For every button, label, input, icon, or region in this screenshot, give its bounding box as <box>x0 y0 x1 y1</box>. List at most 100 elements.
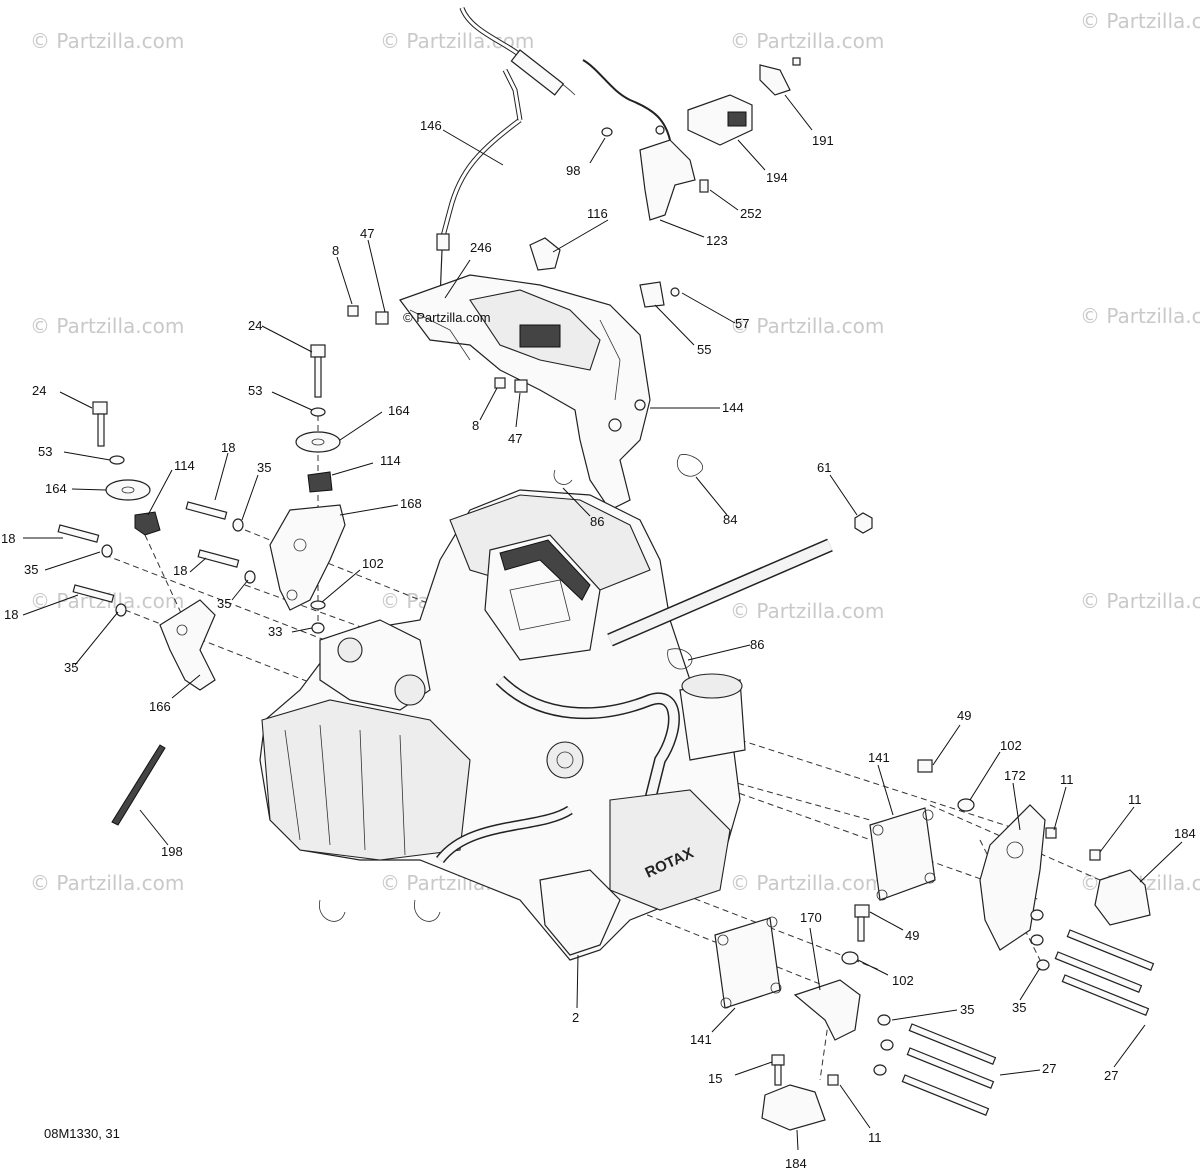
watermark: © Partzilla.com <box>730 871 884 895</box>
callout-61: 61 <box>817 460 831 475</box>
sensor-55 <box>639 281 680 308</box>
callout-102: 102 <box>1000 738 1022 753</box>
callout-47: 47 <box>360 226 374 241</box>
callout-164: 164 <box>388 403 410 418</box>
callout-35: 35 <box>24 562 38 577</box>
callout-11: 11 <box>868 1130 882 1145</box>
watermark: © Partzilla.com <box>730 314 884 338</box>
watermark: © Partzilla.com <box>730 29 884 53</box>
bolt-8 <box>494 377 506 389</box>
sleeve-116 <box>529 237 561 271</box>
callout-49: 49 <box>905 928 919 943</box>
decal-198 <box>111 744 166 826</box>
callout-8: 8 <box>472 418 479 433</box>
callout-35: 35 <box>217 596 231 611</box>
watermark: © Partzilla.com <box>1080 9 1200 33</box>
callout-53: 53 <box>248 383 262 398</box>
callout-2: 2 <box>572 1010 579 1025</box>
callout-141: 141 <box>868 750 890 765</box>
callout-116: 116 <box>587 206 608 221</box>
callout-11: 11 <box>1128 792 1142 807</box>
callout-18: 18 <box>4 607 18 622</box>
callout-170: 170 <box>800 910 822 925</box>
callout-47: 47 <box>508 431 522 446</box>
callout-24: 24 <box>248 318 262 333</box>
callout-18: 18 <box>221 440 235 455</box>
clip-98 <box>601 127 613 137</box>
callout-35: 35 <box>64 660 78 675</box>
callout-55: 55 <box>697 342 711 357</box>
callout-57: 57 <box>735 316 749 331</box>
drawing-code: 08M1330, 31 <box>44 1126 120 1141</box>
callout-27: 27 <box>1104 1068 1118 1083</box>
bracket-166 <box>159 599 216 691</box>
leader-lines <box>22 94 1183 1151</box>
callout-114: 114 <box>380 453 401 468</box>
callout-168: 168 <box>400 496 422 511</box>
callout-164: 164 <box>45 481 67 496</box>
sensor-harness-146 <box>436 6 576 301</box>
bracket-168 <box>269 504 346 611</box>
callout-11: 11 <box>1060 772 1074 787</box>
callout-27: 27 <box>1042 1061 1056 1076</box>
callout-114: 114 <box>174 458 195 473</box>
callout-84: 84 <box>723 512 737 527</box>
callout-141: 141 <box>690 1032 712 1047</box>
callout-102: 102 <box>892 973 914 988</box>
nut-61 <box>854 512 873 534</box>
callout-246: 246 <box>470 240 492 255</box>
callout-8: 8 <box>332 243 339 258</box>
callout-24: 24 <box>32 383 46 398</box>
clamp-86 <box>553 469 573 485</box>
bolt-8 <box>347 305 359 317</box>
callout-194: 194 <box>766 170 788 185</box>
callout-144: 144 <box>722 400 744 415</box>
callout-123: 123 <box>706 233 728 248</box>
watermark: © Partzilla.com <box>30 314 184 338</box>
callout-35: 35 <box>1012 1000 1026 1015</box>
bracket-assembly-144 <box>399 274 651 511</box>
right-mount-assembly <box>714 759 1155 1131</box>
callout-98: 98 <box>566 163 580 178</box>
watermark: © Partzilla.com <box>1080 304 1200 328</box>
callout-198: 198 <box>161 844 183 859</box>
watermark: © Partzilla.com <box>1080 589 1200 613</box>
callout-35: 35 <box>257 460 271 475</box>
module-194 <box>687 94 753 146</box>
engine-assembly-2: ROTAX <box>259 489 833 961</box>
clamp-bottom <box>413 899 441 922</box>
callout-86: 86 <box>590 514 604 529</box>
clamp-84 <box>677 454 704 477</box>
screw-252 <box>699 179 709 193</box>
callout-166: 166 <box>149 699 171 714</box>
callout-172: 172 <box>1004 768 1026 783</box>
clamp-86-right <box>667 648 693 670</box>
callout-35: 35 <box>960 1002 974 1017</box>
callout-15: 15 <box>708 1071 722 1086</box>
center-watermark: © Partzilla.com <box>403 310 491 325</box>
nut-47 <box>514 379 528 393</box>
callout-86: 86 <box>750 637 764 652</box>
callout-184: 184 <box>785 1156 807 1171</box>
nut-47 <box>375 311 389 325</box>
watermark: © Partzilla.com <box>30 871 184 895</box>
bolts-18-left <box>57 501 326 634</box>
callout-53: 53 <box>38 444 52 459</box>
callout-184: 184 <box>1174 826 1196 841</box>
callout-49: 49 <box>957 708 971 723</box>
callout-33: 33 <box>268 624 282 639</box>
connector-191 <box>759 57 801 96</box>
callout-18: 18 <box>173 563 187 578</box>
callout-labels: 146 98 194 191 252 123 116 47 8 246 57 5… <box>1 118 1196 1171</box>
mount-stack-left <box>92 401 161 536</box>
watermark: © Partzilla.com <box>730 599 884 623</box>
cable-123 <box>582 59 696 221</box>
clamp-bottom <box>318 899 346 922</box>
callout-191: 191 <box>812 133 834 148</box>
mount-stack-center <box>295 344 341 493</box>
callout-102: 102 <box>362 556 384 571</box>
watermark: © Partzilla.com <box>30 29 184 53</box>
callout-146: 146 <box>420 118 442 133</box>
callout-252: 252 <box>740 206 762 221</box>
callout-18: 18 <box>1 531 15 546</box>
